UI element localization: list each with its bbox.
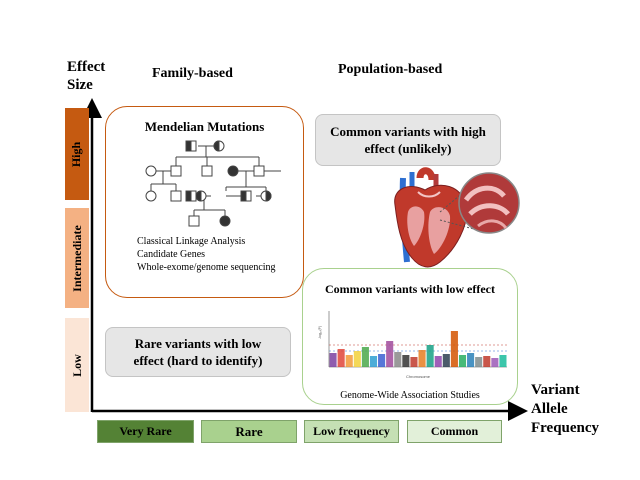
manhattan-column <box>483 356 491 367</box>
manhattan-column <box>434 356 442 367</box>
manhattan-column <box>426 345 434 367</box>
manhattan-column <box>345 355 353 367</box>
x-axis-label-line2: Allele <box>531 401 568 417</box>
frequency-rare: Rare <box>201 420 297 443</box>
manhattan-column <box>499 355 507 367</box>
manhattan-column <box>442 354 450 367</box>
method-sequencing: Whole-exome/genome sequencing <box>137 262 276 273</box>
common-high-effect-box: Common variants with high effect (unlike… <box>315 114 501 166</box>
y-axis-label-line1: Effect <box>67 59 106 75</box>
manhattan-column <box>337 349 345 367</box>
population-based-title: Population-based <box>338 62 443 77</box>
manhattan-column <box>386 341 394 367</box>
frequency-low: Low frequency <box>304 420 399 443</box>
manhattan-column <box>450 331 458 367</box>
rare-low-line1: Rare variants with low <box>134 336 262 351</box>
y-axis-label-line2: Size <box>67 77 93 93</box>
mendelian-title: Mendelian Mutations <box>144 119 265 134</box>
frequency-common-label: Common <box>430 424 479 438</box>
method-candidate-genes: Candidate Genes <box>137 249 206 260</box>
manhattan-column <box>418 350 426 367</box>
manhattan-xlabel: Chromosome <box>406 374 431 379</box>
manhattan-column <box>402 355 410 367</box>
mendelian-panel: Mendelian Mutations <box>105 106 304 298</box>
frequency-low-label: Low frequency <box>313 424 390 438</box>
common-high-line1: Common variants with high <box>330 124 486 139</box>
manhattan-column <box>410 357 418 367</box>
frequency-very-rare: Very Rare <box>97 420 194 443</box>
manhattan-column <box>458 355 467 367</box>
pedigree-icon <box>145 140 281 227</box>
manhattan-column <box>369 356 378 367</box>
frequency-common: Common <box>407 420 502 443</box>
x-axis-label-line3: Frequency <box>531 420 600 436</box>
gwas-caption: Genome-Wide Association Studies <box>340 390 480 401</box>
common-high-line2: effect (unlikely) <box>364 141 452 156</box>
mendelian-methods: Classical Linkage Analysis Candidate Gen… <box>137 235 276 274</box>
effect-level-low: Low <box>65 318 89 412</box>
gwas-panel: Common variants with low effect -log₁₀(P… <box>302 268 518 405</box>
effect-level-high: High <box>65 108 89 200</box>
manhattan-column <box>491 358 499 367</box>
manhattan-column <box>361 347 369 367</box>
frequency-rare-label: Rare <box>235 423 263 439</box>
rare-low-effect-box: Rare variants with low effect (hard to i… <box>105 327 291 377</box>
frequency-very-rare-label: Very Rare <box>119 424 172 438</box>
family-based-title: Family-based <box>152 66 233 81</box>
effect-level-intermediate: Intermediate <box>65 208 89 308</box>
manhattan-ylabel: -log₁₀(P) <box>318 326 322 339</box>
manhattan-plot-icon: -log₁₀(P) Chromosome <box>318 311 507 379</box>
x-axis-label: Variant Allele Frequency <box>531 381 599 438</box>
manhattan-column <box>475 357 483 367</box>
manhattan-column <box>394 352 402 367</box>
manhattan-column <box>329 353 337 367</box>
rare-low-line2: effect (hard to identify) <box>133 353 263 368</box>
manhattan-column <box>467 353 475 367</box>
x-axis-label-line1: Variant <box>531 382 580 398</box>
method-linkage: Classical Linkage Analysis <box>137 236 246 247</box>
gwas-title: Common variants with low effect <box>325 282 495 296</box>
y-axis-label: Effect Size <box>67 58 105 94</box>
manhattan-column <box>353 351 361 367</box>
manhattan-column <box>378 354 386 367</box>
